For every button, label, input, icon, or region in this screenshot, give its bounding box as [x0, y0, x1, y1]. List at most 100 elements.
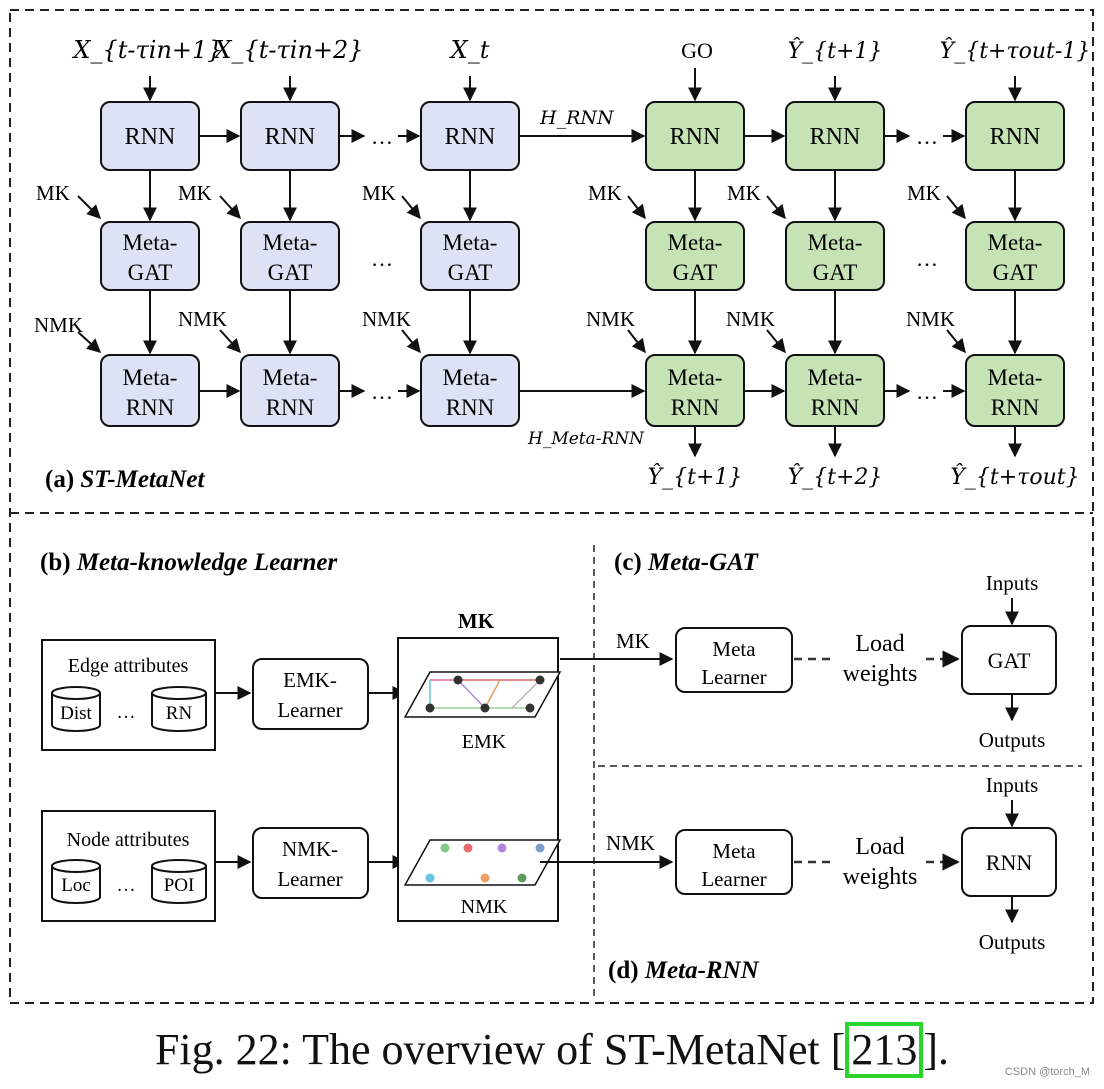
enc-input-label: X_t — [449, 36, 490, 64]
meta-rnn-label: Meta- — [123, 365, 178, 390]
section-a-title: (a) ST-MetaNet — [45, 466, 206, 493]
node-attributes-label: Node attributes — [67, 829, 190, 851]
mk-labels: MK MK MK MK MK MK — [36, 181, 966, 220]
decoder-col-3: RNN Meta- GAT Meta- RNN — [965, 76, 1065, 458]
section-c: (c) Meta-GAT MK Meta Learner Load weight… — [560, 549, 1057, 752]
rnn-label: RNN — [810, 124, 861, 150]
decoder-col-1: RNN Meta- GAT Meta- RNN — [645, 68, 745, 458]
gat-label: GAT — [988, 648, 1031, 673]
dist-label: Dist — [60, 703, 92, 724]
encoder-input-labels: X_{t-τin+1} X_{t-τin+2} X_t — [71, 36, 489, 64]
decoder-col-2: RNN Meta- GAT Meta- RNN — [785, 76, 885, 458]
h-meta-rnn-label: H_Meta-RNN — [527, 429, 645, 449]
ellipsis: … — [916, 379, 938, 404]
ellipsis: … — [117, 702, 136, 723]
citation-link[interactable]: 213 — [845, 1022, 924, 1078]
meta-rnn-label: Meta- — [668, 365, 723, 390]
mk-label: MK — [362, 181, 396, 205]
meta-rnn-label: RNN — [446, 395, 495, 420]
mk-label: MK — [178, 181, 212, 205]
load-weights-label: Load — [855, 834, 904, 860]
nmk-label: NMK — [586, 307, 635, 331]
emk-learner-label: EMK- — [283, 668, 337, 692]
load-weights-label: Load — [855, 631, 904, 657]
go-label: GO — [681, 38, 713, 63]
mk-label: MK — [36, 181, 70, 205]
encoder-col-1: RNN Meta- GAT Meta- RNN — [100, 76, 200, 427]
dist-cylinder: Dist — [51, 686, 101, 732]
mk-header: MK — [458, 609, 495, 633]
rnn-label: RNN — [125, 124, 176, 150]
section-c-title: (c) Meta-GAT — [614, 549, 759, 576]
outer-frame — [9, 9, 1094, 1004]
load-weights-label: weights — [843, 864, 918, 890]
nmk-label: NMK — [461, 896, 508, 918]
edge-attributes-label: Edge attributes — [68, 655, 189, 677]
dec-input-label: Ŷ_{t+1} — [788, 37, 883, 64]
ellipsis: … — [371, 124, 393, 149]
nmk-labels: NMK NMK NMK NMK NMK NMK — [34, 307, 966, 354]
loc-label: Loc — [61, 875, 91, 896]
meta-gat-label: Meta- — [263, 230, 318, 255]
ellipsis: … — [916, 124, 938, 149]
enc-input-label: X_{t-τin+2} — [212, 36, 363, 64]
meta-rnn-label: RNN — [126, 395, 175, 420]
mk-label: MK — [727, 181, 761, 205]
inputs-label: Inputs — [986, 571, 1039, 595]
decoder-input-labels: Ŷ_{t+1} Ŷ_{t+τout-1} — [788, 37, 1091, 64]
figure-caption: Fig. 22: The overview of ST-MetaNet [213… — [0, 1022, 1104, 1078]
meta-rnn-label: Meta- — [263, 365, 318, 390]
nmk-label: NMK — [906, 307, 955, 331]
nmk-label: NMK — [726, 307, 775, 331]
meta-gat-label: Meta- — [808, 230, 863, 255]
ellipsis: … — [371, 246, 393, 271]
dec-input-label: Ŷ_{t+τout-1} — [940, 37, 1091, 64]
meta-rnn-label: RNN — [811, 395, 860, 420]
inputs-label: Inputs — [986, 773, 1039, 797]
decoder-output-labels: Ŷ_{t+1} Ŷ_{t+2} Ŷ_{t+τout} — [648, 463, 1080, 490]
meta-gat-label: Meta- — [988, 230, 1043, 255]
meta-gat-label: Meta- — [668, 230, 723, 255]
meta-learner-box — [675, 627, 793, 693]
meta-gat-label: Meta- — [123, 230, 178, 255]
rnn-label: RNN — [445, 124, 496, 150]
rnn-label: RNN — [670, 124, 721, 150]
meta-gat-label: GAT — [993, 260, 1038, 285]
encoder-col-3: RNN Meta- GAT Meta- RNN — [420, 76, 520, 427]
meta-rnn-label: RNN — [671, 395, 720, 420]
rnn-label: RNN — [986, 850, 1033, 875]
h-rnn-label: H_RNN — [539, 107, 615, 129]
meta-rnn-label: Meta- — [988, 365, 1043, 390]
nmk-label: NMK — [178, 307, 227, 331]
section-d-title: (d) Meta-RNN — [608, 957, 760, 984]
rnn-label: RNN — [990, 124, 1041, 150]
load-weights-label: weights — [843, 661, 918, 687]
dec-output-label: Ŷ_{t+1} — [648, 463, 743, 490]
emk-label: EMK — [462, 731, 507, 753]
nmk-input-label: NMK — [606, 831, 655, 855]
emk-graph — [403, 671, 562, 718]
dec-output-label: Ŷ_{t+2} — [788, 463, 883, 490]
meta-gat-label: GAT — [268, 260, 313, 285]
section-a: RNN Meta- GAT Meta- RNN RNN Meta- GAT Me… — [34, 36, 1090, 493]
ellipsis: … — [371, 379, 393, 404]
meta-learner-box — [675, 829, 793, 895]
dec-output-label: Ŷ_{t+τout} — [950, 463, 1079, 490]
mk-label: MK — [907, 181, 941, 205]
meta-gat-label: Meta- — [443, 230, 498, 255]
meta-learner-label: Learner — [701, 665, 766, 689]
meta-learner-label: Learner — [701, 867, 766, 891]
nmk-graph — [403, 839, 562, 886]
rn-label: RN — [166, 703, 193, 724]
poi-cylinder: POI — [151, 859, 207, 904]
nmk-learner-label: NMK- — [282, 837, 338, 861]
rn-cylinder: RN — [151, 686, 207, 732]
ellipsis: … — [916, 246, 938, 271]
encoder-col-2: RNN Meta- GAT Meta- RNN — [240, 76, 340, 427]
section-b: (b) Meta-knowledge Learner Edge attribut… — [40, 549, 562, 922]
section-d: NMK Meta Learner Load weights RNN Inputs… — [540, 773, 1057, 984]
section-b-title: (b) Meta-knowledge Learner — [40, 549, 337, 576]
poi-label: POI — [164, 875, 195, 896]
meta-gat-label: GAT — [673, 260, 718, 285]
meta-gat-label: GAT — [813, 260, 858, 285]
